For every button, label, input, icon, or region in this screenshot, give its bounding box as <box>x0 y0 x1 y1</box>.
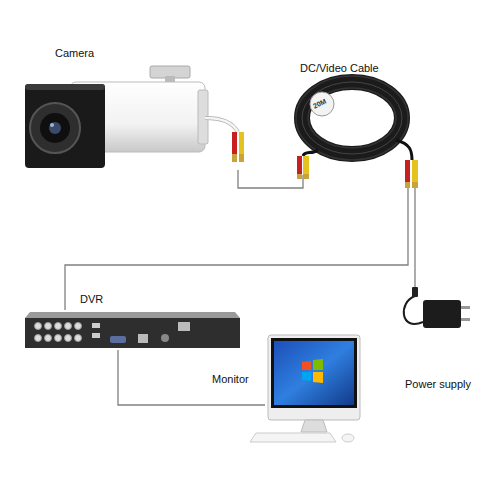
bnc-port <box>35 335 42 342</box>
cable-wire <box>118 350 265 405</box>
device-node: Camera <box>20 70 245 170</box>
adapter-prong <box>461 306 470 309</box>
cable-coil-illustration <box>296 76 418 188</box>
bnc-port <box>35 323 42 330</box>
cable-turn <box>308 88 396 148</box>
video-plug-yellow <box>239 132 244 154</box>
cable-lead <box>396 140 412 160</box>
plug-tip <box>303 174 309 179</box>
device-label: Monitor <box>212 373 249 386</box>
camera-illustration <box>25 66 244 168</box>
bnc-port <box>55 335 62 342</box>
power-adapter-illustration <box>404 287 470 328</box>
bnc-port <box>75 335 82 342</box>
keyboard <box>250 433 336 442</box>
power-switch <box>178 322 190 331</box>
bnc-port <box>65 323 72 330</box>
monitor-illustration <box>250 335 360 442</box>
mouse <box>342 434 354 442</box>
bnc-port <box>45 323 52 330</box>
length-tag <box>310 92 334 116</box>
bnc-port <box>65 335 72 342</box>
device-label: DC/Video Cable <box>300 62 379 75</box>
dvr-illustration <box>25 312 240 348</box>
logo-pane <box>302 361 311 370</box>
camera-lens <box>40 113 70 143</box>
device-label: Power supply <box>405 378 471 391</box>
device-label: DVR <box>80 293 103 306</box>
cable-lead <box>303 150 318 156</box>
device-node: Monitor <box>265 332 363 444</box>
camera-hood-edge <box>25 84 105 90</box>
logo-pane <box>313 359 323 370</box>
bnc-port <box>55 323 62 330</box>
plug-tip <box>412 182 418 188</box>
cable-wire <box>414 175 415 290</box>
device-node: DVR <box>25 310 240 350</box>
adapter-prong <box>461 318 470 321</box>
device-node: DC/Video Cable <box>285 78 430 175</box>
dc-jack <box>161 334 169 342</box>
cable-coil <box>302 82 402 154</box>
cable-wire <box>65 175 408 310</box>
logo-pane <box>302 372 311 381</box>
dvr-top <box>25 312 240 318</box>
usb-port <box>92 323 100 328</box>
usb-port <box>92 333 100 338</box>
device-label: Camera <box>55 47 94 60</box>
monitor-screen <box>274 341 354 405</box>
cable-turn <box>302 82 402 154</box>
plug-tip <box>405 182 410 188</box>
plug-tip <box>297 174 302 179</box>
monitor-stand <box>301 420 327 432</box>
bnc-port <box>75 323 82 330</box>
vga-port <box>110 336 126 343</box>
camera-pigtail <box>205 118 238 132</box>
adapter-brick <box>423 300 461 328</box>
cable-turn <box>296 76 408 160</box>
plug-tip <box>239 154 244 162</box>
camera-hood <box>25 84 105 168</box>
camera-pigtail-outline <box>205 118 238 132</box>
dvr-back-panel <box>25 318 240 348</box>
power-plug-red <box>232 132 237 154</box>
lan-port <box>138 334 148 343</box>
power-plug-red <box>297 156 302 174</box>
dc-plug <box>412 287 418 297</box>
video-plug-yellow <box>303 156 309 174</box>
monitor-bezel <box>271 338 357 408</box>
device-node: Power supply <box>400 290 490 345</box>
cable-wire <box>238 170 303 188</box>
bnc-port <box>45 335 52 342</box>
plug-tip <box>232 154 237 162</box>
logo-pane <box>313 372 323 383</box>
monitor-frame <box>268 335 360 420</box>
lens-glint <box>50 123 54 127</box>
video-plug-yellow <box>412 160 418 182</box>
camera-lens-glass <box>49 122 61 134</box>
adapter-cord <box>404 296 423 324</box>
power-plug-red <box>405 160 410 182</box>
camera-lens-ring <box>30 103 80 153</box>
